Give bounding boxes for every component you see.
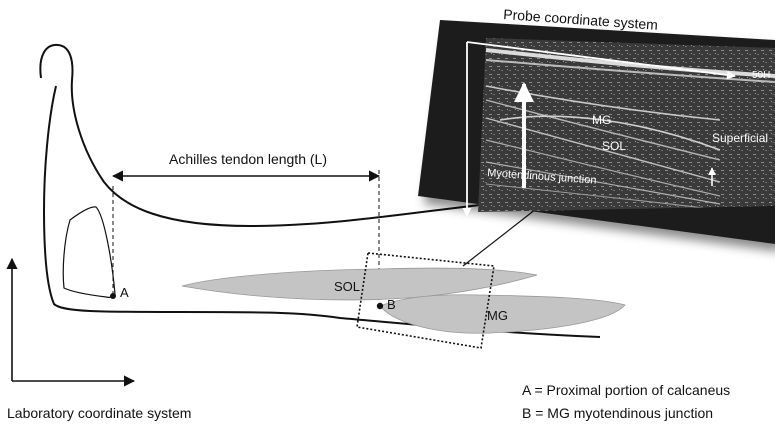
point-a-dot — [110, 293, 116, 299]
us-superficial-label: Superficial — [712, 131, 768, 145]
lab-coords-label: Laboratory coordinate system — [7, 405, 191, 421]
us-freq-label: 50H — [752, 70, 770, 81]
mg-muscle — [379, 294, 626, 334]
mg-label: MG — [487, 308, 508, 323]
us-mg-label: MG — [592, 113, 611, 127]
probe-footprint — [356, 252, 495, 349]
legend-a: A = Proximal portion of calcaneus — [522, 382, 730, 398]
point-b-label: B — [387, 297, 396, 312]
legend-b: B = MG myotendinous junction — [522, 405, 713, 421]
sol-label: SOL — [334, 279, 360, 294]
ultrasound-image — [478, 38, 775, 212]
probe-connector-line — [462, 201, 546, 267]
point-a-label: A — [120, 285, 129, 300]
point-b-dot — [376, 302, 384, 310]
calcaneus-bone — [62, 206, 116, 298]
us-sol-label: SOL — [602, 139, 626, 153]
tendon-length-label: Achilles tendon length (L) — [169, 151, 327, 167]
probe-axis-horizontal — [466, 41, 736, 80]
sol-muscle — [181, 267, 538, 301]
